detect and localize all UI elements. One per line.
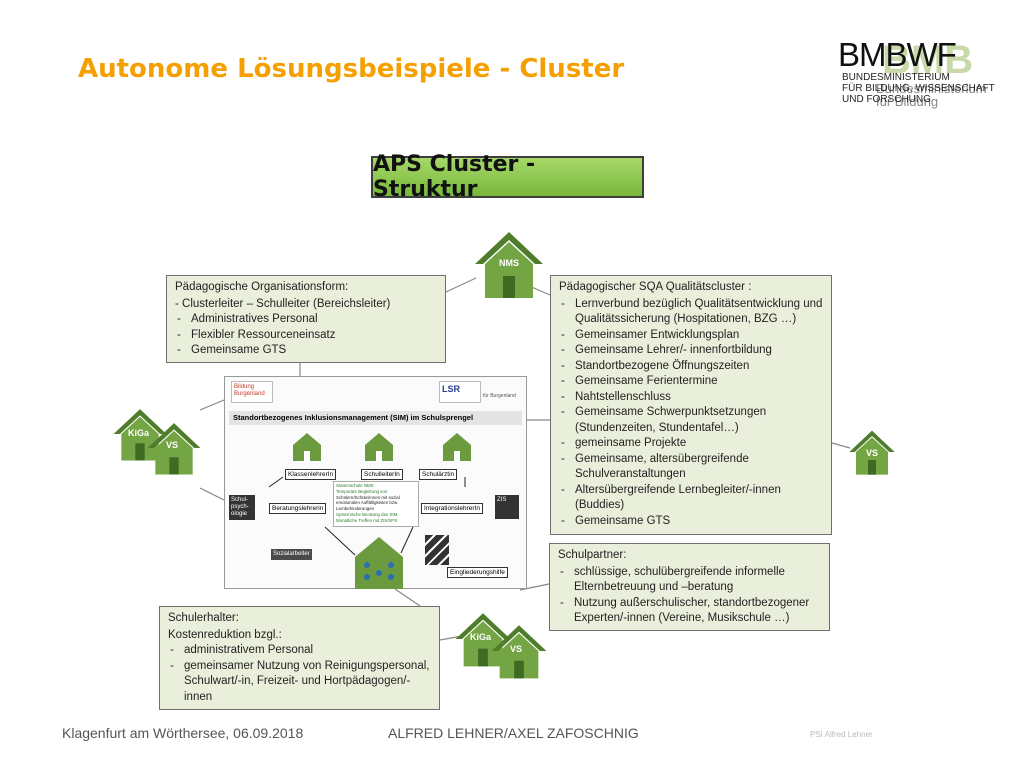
- partner-item: Nutzung außerschulischer, standortbezoge…: [558, 596, 821, 627]
- node-integration: IntegrationslehrerIn: [421, 503, 484, 514]
- sqa-item: gemeinsame Projekte: [559, 436, 823, 452]
- house-vs-bottom: VS: [490, 622, 548, 680]
- sim-stack: [425, 535, 449, 565]
- node-beratung: Beratungslehrerin: [269, 503, 327, 514]
- house-nms: NMS: [473, 228, 545, 300]
- house-vs-bottom-label: VS: [510, 644, 523, 654]
- panel-org-form: Pädagogische Organisationsform: - Cluste…: [166, 275, 446, 363]
- ministry-logo: BMB Bundesministerium für Bildung BMBWF …: [838, 36, 1008, 116]
- panel-sqa: Pädagogischer SQA Qualitätscluster : Ler…: [550, 275, 832, 535]
- bildung-burgenland-logo: Bildung Burgenland: [231, 381, 273, 403]
- erhalter-item: gemeinsamer Nutzung von Reinigungsperson…: [168, 659, 431, 706]
- lsr-logo: LSR: [439, 381, 481, 403]
- house-vs-right-label: VS: [866, 448, 879, 458]
- logo-ghost-subtitle: Bundesministerium für Bildung: [876, 81, 987, 109]
- node-eingliederungshilfe: Eingliederungshilfe: [447, 567, 508, 578]
- panel-partner-heading: Schulpartner:: [558, 549, 627, 561]
- house-vs-left: VS: [146, 420, 202, 476]
- sqa-item: Gemeinsame Schwerpunktsetzungen (Stunden…: [559, 405, 823, 436]
- sim-center-note: Stammschule NMS Temporäre Begleitung von…: [333, 481, 419, 527]
- sqa-item: Gemeinsame, altersübergreifende Schulver…: [559, 452, 823, 483]
- footer-authors: ALFRED LEHNER/AXEL ZAFOSCHNIG: [388, 725, 639, 741]
- house-kiga-bottom-label: KiGa: [470, 632, 492, 642]
- node-klassenlehrer: KlassenlehrerIn: [285, 469, 337, 480]
- node-schularzt: Schulärztin: [419, 469, 458, 480]
- panel-erhalter-subheading: Kostenreduktion bzgl.:: [168, 628, 282, 641]
- sim-small-houses: [268, 433, 471, 589]
- sqa-item: Standortbezogene Öffnungszeiten: [559, 359, 823, 375]
- logo-ghost-wordmark: BMB: [882, 38, 974, 82]
- house-vs-left-label: VS: [166, 440, 179, 450]
- node-sozialarbeiter: Sozialarbeiter: [271, 549, 312, 560]
- house-nms-label: NMS: [499, 258, 519, 268]
- sim-header: Standortbezogenes Inklusionsmanagement (…: [229, 411, 522, 425]
- sqa-item: Gemeinsame GTS: [559, 514, 823, 530]
- panel-schulpartner: Schulpartner: schlüssige, schulübergreif…: [549, 543, 830, 631]
- footer-location-date: Klagenfurt am Wörthersee, 06.09.2018: [62, 725, 304, 741]
- sqa-item: Gemeinsame Ferientermine: [559, 374, 823, 390]
- house-kiga-bottom: KiGa: [454, 610, 512, 668]
- logo-wordmark: BMBWF: [838, 36, 957, 73]
- slide-title: Autonome Lösungsbeispiele - Cluster: [78, 54, 625, 84]
- house-kiga-left: KiGa: [112, 406, 168, 462]
- cluster-banner: APS Cluster - Struktur: [371, 152, 644, 202]
- sqa-item: Lernverbund bezüglich Qualitätsentwicklu…: [559, 297, 823, 328]
- panel-org-heading: Pädagogische Organisationsform:: [175, 281, 349, 293]
- org-item: Gemeinsame GTS: [175, 343, 437, 359]
- org-item: Flexibler Ressourceneinsatz: [175, 328, 437, 344]
- footer-credit: PSI Alfred Lehner: [810, 730, 873, 739]
- node-schulleiter: SchulleiterIn: [361, 469, 403, 480]
- org-item: - Clusterleiter – Schulleiter (Bereichsl…: [175, 297, 391, 310]
- logo-subtitle: BUNDESMINISTERIUM FÜR BILDUNG, WISSENSCH…: [842, 72, 995, 105]
- sqa-item: Gemeinsame Lehrer/- innenfortbildung: [559, 343, 823, 359]
- node-zis: ZIS: [495, 495, 519, 519]
- partner-item: schlüssige, schulübergreifende informell…: [558, 565, 821, 596]
- sqa-item: Altersübergreifende Lernbegleiter/-innen…: [559, 483, 823, 514]
- panel-schulerhalter: Schulerhalter: Kostenreduktion bzgl.: ad…: [159, 606, 440, 710]
- panel-sqa-heading: Pädagogischer SQA Qualitätscluster :: [559, 281, 752, 293]
- panel-erhalter-heading: Schulerhalter:: [168, 612, 239, 624]
- house-kiga-left-label: KiGa: [128, 428, 150, 438]
- node-schulpsychologie: Schul- psych- ologie: [229, 495, 255, 520]
- org-item: Administratives Personal: [175, 312, 437, 328]
- sqa-item: Gemeinsamer Entwicklungsplan: [559, 328, 823, 344]
- sim-diagram: Bildung Burgenland LSR für Burgenland St…: [224, 376, 527, 589]
- lsr-logo-subtitle: für Burgenland: [483, 393, 516, 399]
- sqa-item: Nahtstellenschluss: [559, 390, 823, 406]
- house-vs-right: VS: [848, 428, 896, 476]
- erhalter-item: administrativem Personal: [168, 643, 431, 659]
